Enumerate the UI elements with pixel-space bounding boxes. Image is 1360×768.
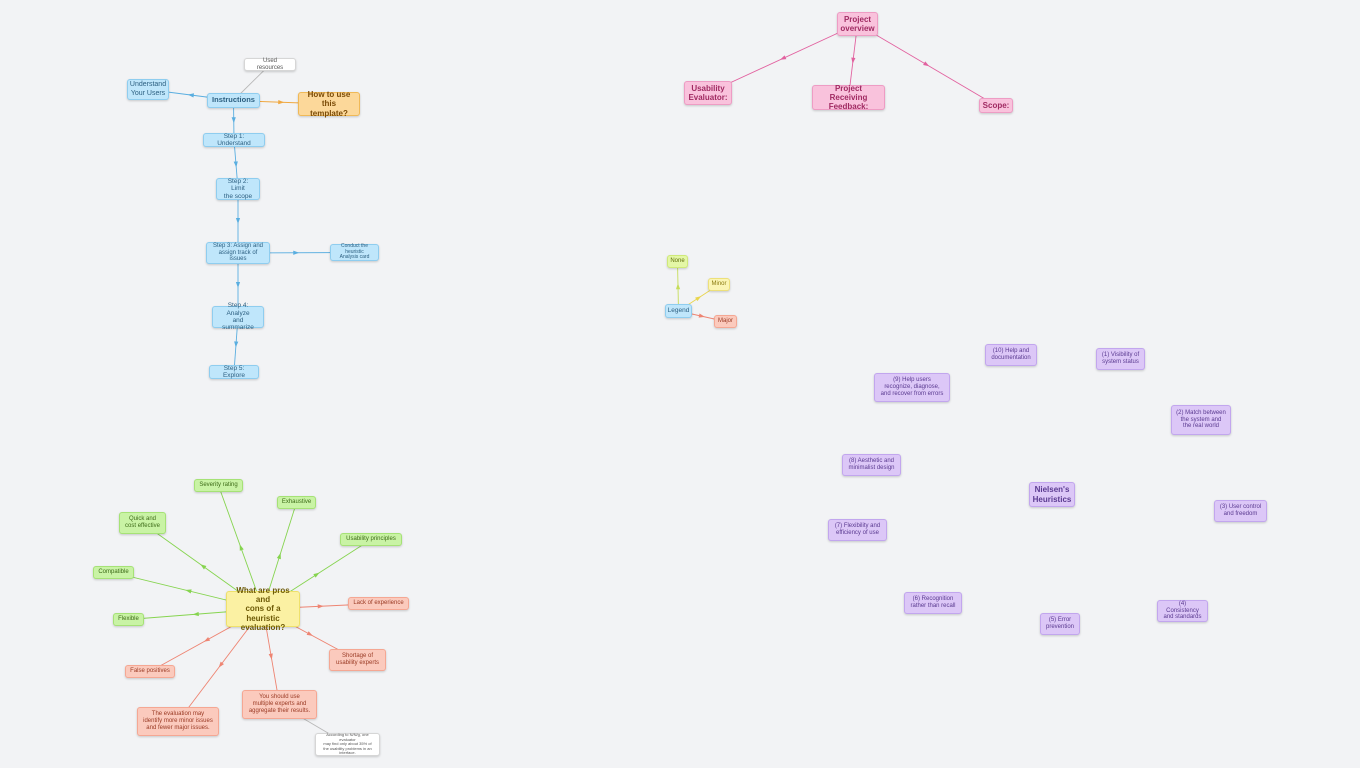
arrowhead-pc-false <box>203 636 211 642</box>
arrowhead-pc-multi <box>268 653 273 660</box>
flexible-node[interactable]: Flexible <box>113 613 144 626</box>
arrowhead-pc-flex <box>192 611 199 617</box>
arrowhead-instr-howto <box>278 100 285 105</box>
arrowhead-legend-minor <box>695 296 702 302</box>
arrowhead-instr-s1 <box>231 117 236 124</box>
conduct-analysis-node[interactable]: Conduct the heuristic Analysis card <box>330 243 379 261</box>
minor-issues-node[interactable]: The evaluation may identify more minor i… <box>137 707 219 736</box>
compatible-node[interactable]: Compatible <box>93 566 134 579</box>
heuristic-1-node[interactable]: (1) Visibility of system status <box>1096 348 1145 370</box>
step-4-node[interactable]: Step 4: Analyze and summarize <box>212 302 264 331</box>
arrowhead-pc-lack <box>317 604 324 609</box>
exhaustive-node[interactable]: Exhaustive <box>277 496 316 509</box>
shortage-of-experts-node[interactable]: Shortage of usability experts <box>329 649 386 671</box>
arrowhead-s4-s5 <box>234 341 239 348</box>
multiple-experts-node[interactable]: You should use multiple experts and aggr… <box>242 690 317 719</box>
arrowhead-pc-quick <box>200 564 207 570</box>
step-3-node[interactable]: Step 3: Assign and assign track of issue… <box>206 242 270 264</box>
pros-cons-node[interactable]: What are pros and cons of a heuristic ev… <box>226 586 300 632</box>
heuristic-7-node[interactable]: (7) Flexibility and efficiency of use <box>828 519 887 541</box>
arrowhead-legend-none <box>675 283 681 290</box>
how-to-use-template-node[interactable]: How to use this template? <box>298 90 360 118</box>
project-receiving-feedback-node[interactable]: Project Receiving Feedback: <box>812 84 885 111</box>
instructions-node[interactable]: Instructions <box>207 93 260 108</box>
heuristic-10-node[interactable]: (10) Help and documentation <box>985 344 1037 366</box>
heuristic-9-node[interactable]: (9) Help users recognize, diagnose, and … <box>874 373 950 402</box>
heuristic-2-node[interactable]: (2) Match between the system and the rea… <box>1171 405 1231 435</box>
severity-rating-node[interactable]: Severity rating <box>194 479 243 492</box>
arrowhead-pc-short <box>306 631 313 636</box>
arrowhead-proj-recv <box>851 57 856 64</box>
arrowhead-pc-minoris <box>218 661 224 668</box>
arrowhead-proj-eval <box>780 55 787 60</box>
step-1-node[interactable]: Step 1: Understand <box>203 133 265 147</box>
arrowhead-pc-compat <box>185 589 192 594</box>
legend-minor-node[interactable]: Minor <box>708 278 730 291</box>
usability-principles-node[interactable]: Usability principles <box>340 533 402 546</box>
step-2-node[interactable]: Step 2: Limit the scope <box>216 178 260 200</box>
project-overview-node[interactable]: Project overview <box>837 12 878 36</box>
arrowhead-s1-s2 <box>233 161 238 168</box>
quick-cost-effective-node[interactable]: Quick and cost effective <box>119 512 166 534</box>
scope-node[interactable]: Scope: <box>979 98 1013 113</box>
arrowhead-pc-up <box>313 572 320 578</box>
arrowhead-pc-sev <box>239 544 244 551</box>
usability-evaluator-node[interactable]: Usability Evaluator: <box>684 81 732 105</box>
evaluator-note-node[interactable]: According to N/N/g, one evaluator may fi… <box>315 732 380 756</box>
legend-none-node[interactable]: None <box>667 255 688 268</box>
nielsens-heuristics-node[interactable]: Nielsen's Heuristics <box>1029 482 1075 507</box>
arrowhead-instr-users <box>187 93 194 98</box>
arrowhead-proj-scope <box>923 61 930 67</box>
legend-node[interactable]: Legend <box>665 304 692 318</box>
heuristic-5-node[interactable]: (5) Error prevention <box>1040 613 1080 635</box>
understand-your-users-node[interactable]: Understand Your Users <box>127 79 169 100</box>
heuristic-8-node[interactable]: (8) Aesthetic and minimalist design <box>842 454 901 476</box>
heuristic-3-node[interactable]: (3) User control and freedom <box>1214 500 1267 522</box>
arrowhead-s2-s3 <box>235 218 241 224</box>
arrowhead-s3-s4 <box>235 282 241 288</box>
heuristic-4-node[interactable]: (4) Consistency and standards <box>1157 600 1208 622</box>
used-resources-node[interactable]: Used resources <box>244 58 296 71</box>
step-5-node[interactable]: Step 5: Explore <box>209 365 259 379</box>
legend-major-node[interactable]: Major <box>714 315 737 328</box>
arrowhead-s3-s3side <box>293 250 300 255</box>
arrowhead-pc-exh <box>276 552 281 560</box>
false-positives-node[interactable]: False positives <box>125 665 175 678</box>
lack-of-experience-node[interactable]: Lack of experience <box>348 597 409 610</box>
heuristic-6-node[interactable]: (6) Recognition rather than recall <box>904 592 962 614</box>
arrowhead-legend-major <box>698 313 705 318</box>
